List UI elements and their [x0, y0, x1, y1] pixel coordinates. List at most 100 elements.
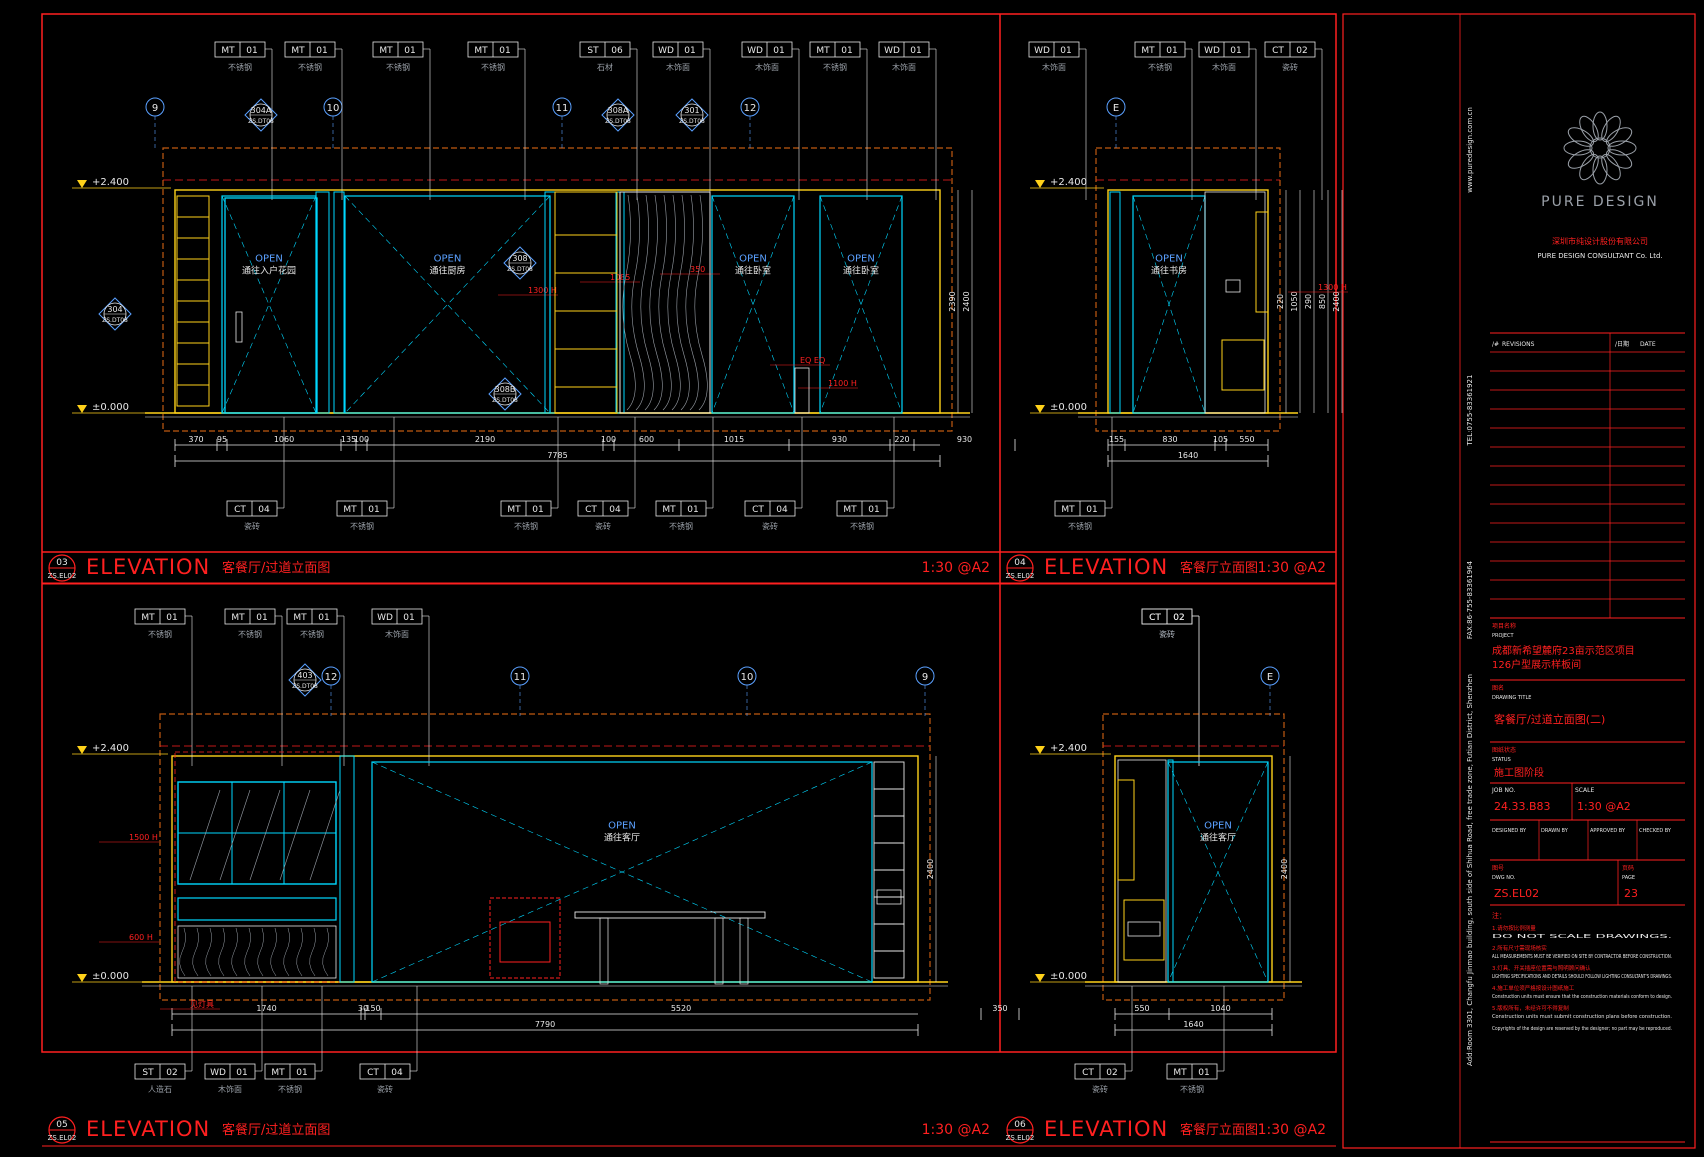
logo-petal [1605, 149, 1633, 169]
level-triangle [1035, 180, 1045, 188]
tag-code: MT [1061, 505, 1075, 515]
annotation-note: 见灯具 [190, 999, 214, 1009]
table-leg [599, 917, 609, 985]
level-triangle [1035, 746, 1045, 754]
door-swing-line [819, 195, 903, 414]
project-label-en: PROJECT [1492, 633, 1515, 639]
scale-label: SCALE [1575, 787, 1594, 794]
tag-number: 01 [1230, 46, 1241, 56]
panel-subtitle: 客餐厅立面图 [1180, 560, 1258, 576]
wood-grain [244, 927, 251, 977]
logo-petal [1563, 140, 1593, 156]
wall-section [162, 147, 953, 432]
callout-number: 304A [251, 106, 272, 115]
wood-grain [322, 927, 329, 977]
tag-material: 人造石 [148, 1084, 172, 1094]
dining-chair [489, 897, 561, 979]
grid-label: 10 [741, 672, 754, 683]
role-label: DESIGNED BY [1492, 828, 1527, 834]
brand-logo-mark [1563, 111, 1637, 185]
tag-code: WD [1034, 46, 1050, 56]
page-label-en: PAGE [1622, 875, 1635, 881]
job-label: JOB NO. [1491, 787, 1515, 794]
dimension-value: 150 [365, 1004, 380, 1013]
drawing-label-en: DRAWING TITLE [1492, 695, 1531, 701]
callout-sheet: ZS.DT08 [102, 317, 128, 324]
tel-text: TEL:0755-83361921 [1466, 375, 1474, 447]
stainless-strip [333, 191, 345, 414]
note-cn: 1.请勿按比例测量 [1492, 924, 1536, 932]
dimension-value: 550 [1239, 435, 1254, 444]
tag-number: 01 [773, 46, 784, 56]
callout-number: 308A [608, 106, 629, 115]
tag-code: MT [816, 46, 830, 56]
company-en: PURE DESIGN CONSULTANT Co. Ltd. [1537, 252, 1662, 260]
tag-code: CT [1149, 613, 1161, 623]
wood-grain [283, 927, 290, 977]
open-destination: 通往卧室 [843, 264, 879, 276]
drawing-title: 客餐厅/过道立面图(二) [1494, 712, 1605, 726]
callout-diamond [675, 98, 709, 132]
tag-number: 04 [776, 505, 788, 515]
grid-label: 10 [327, 103, 340, 114]
panel-title: ELEVATION [86, 555, 210, 579]
tag-code: WD [1204, 46, 1220, 56]
open-destination: 通往卧室 [735, 264, 771, 276]
tag-code: MT [271, 1068, 285, 1078]
section-sheet-ref: ZS.EL02 [48, 1134, 77, 1142]
level-triangle [77, 746, 87, 754]
tag-code: MT [231, 613, 245, 623]
open-label: OPEN [739, 253, 767, 264]
logo-petal [1579, 153, 1599, 181]
table-leg [714, 917, 724, 985]
level-triangle [77, 405, 87, 413]
grid-label: 11 [556, 103, 569, 114]
wood-grain [218, 927, 225, 977]
tag-material: 不锈钢 [148, 629, 172, 639]
level-value: +2.400 [1050, 743, 1087, 754]
level-value: ±0.000 [1050, 402, 1087, 413]
tag-number: 01 [1060, 46, 1071, 56]
tag-material: 木饰面 [218, 1084, 242, 1094]
section-sheet-ref: ZS.EL02 [1006, 572, 1035, 580]
tag-code: MT [221, 46, 235, 56]
wood-grain [192, 927, 199, 977]
door-frame [819, 195, 903, 414]
tag-code: MT [343, 505, 357, 515]
dimension-value: 1040 [1210, 1004, 1230, 1013]
dimension-value: 135 [341, 435, 356, 444]
dimension-value: 1740 [256, 1004, 276, 1013]
fax-text: FAX:86-755-83361964 [1466, 560, 1474, 639]
tag-material: 不锈钢 [669, 521, 693, 531]
table-leg [739, 917, 749, 985]
tag-number: 01 [868, 505, 879, 515]
tag-material: 不锈钢 [238, 629, 262, 639]
note-cn: 2.所有尺寸需现场核实 [1492, 944, 1547, 952]
job-number: 24.33.B83 [1494, 800, 1551, 813]
wood-grain [685, 194, 699, 411]
tag-code: MT [293, 613, 307, 623]
scale-value: 1:30 @A2 [1577, 800, 1631, 813]
open-label: OPEN [434, 253, 462, 264]
total-dimension-value: 1640 [1178, 451, 1198, 460]
low-cabinet [1123, 899, 1165, 961]
tag-number: 02 [166, 1068, 177, 1078]
grid-marker: E [1106, 97, 1126, 150]
tag-number: 04 [609, 505, 621, 515]
wood-grain [296, 927, 303, 977]
level-marker: +2.400 [72, 177, 171, 189]
note-cn: 5.版权所有，未经许可不得复制 [1492, 1004, 1569, 1012]
tag-number: 01 [684, 46, 695, 56]
brand-name: PURE DESIGN [1541, 194, 1659, 210]
